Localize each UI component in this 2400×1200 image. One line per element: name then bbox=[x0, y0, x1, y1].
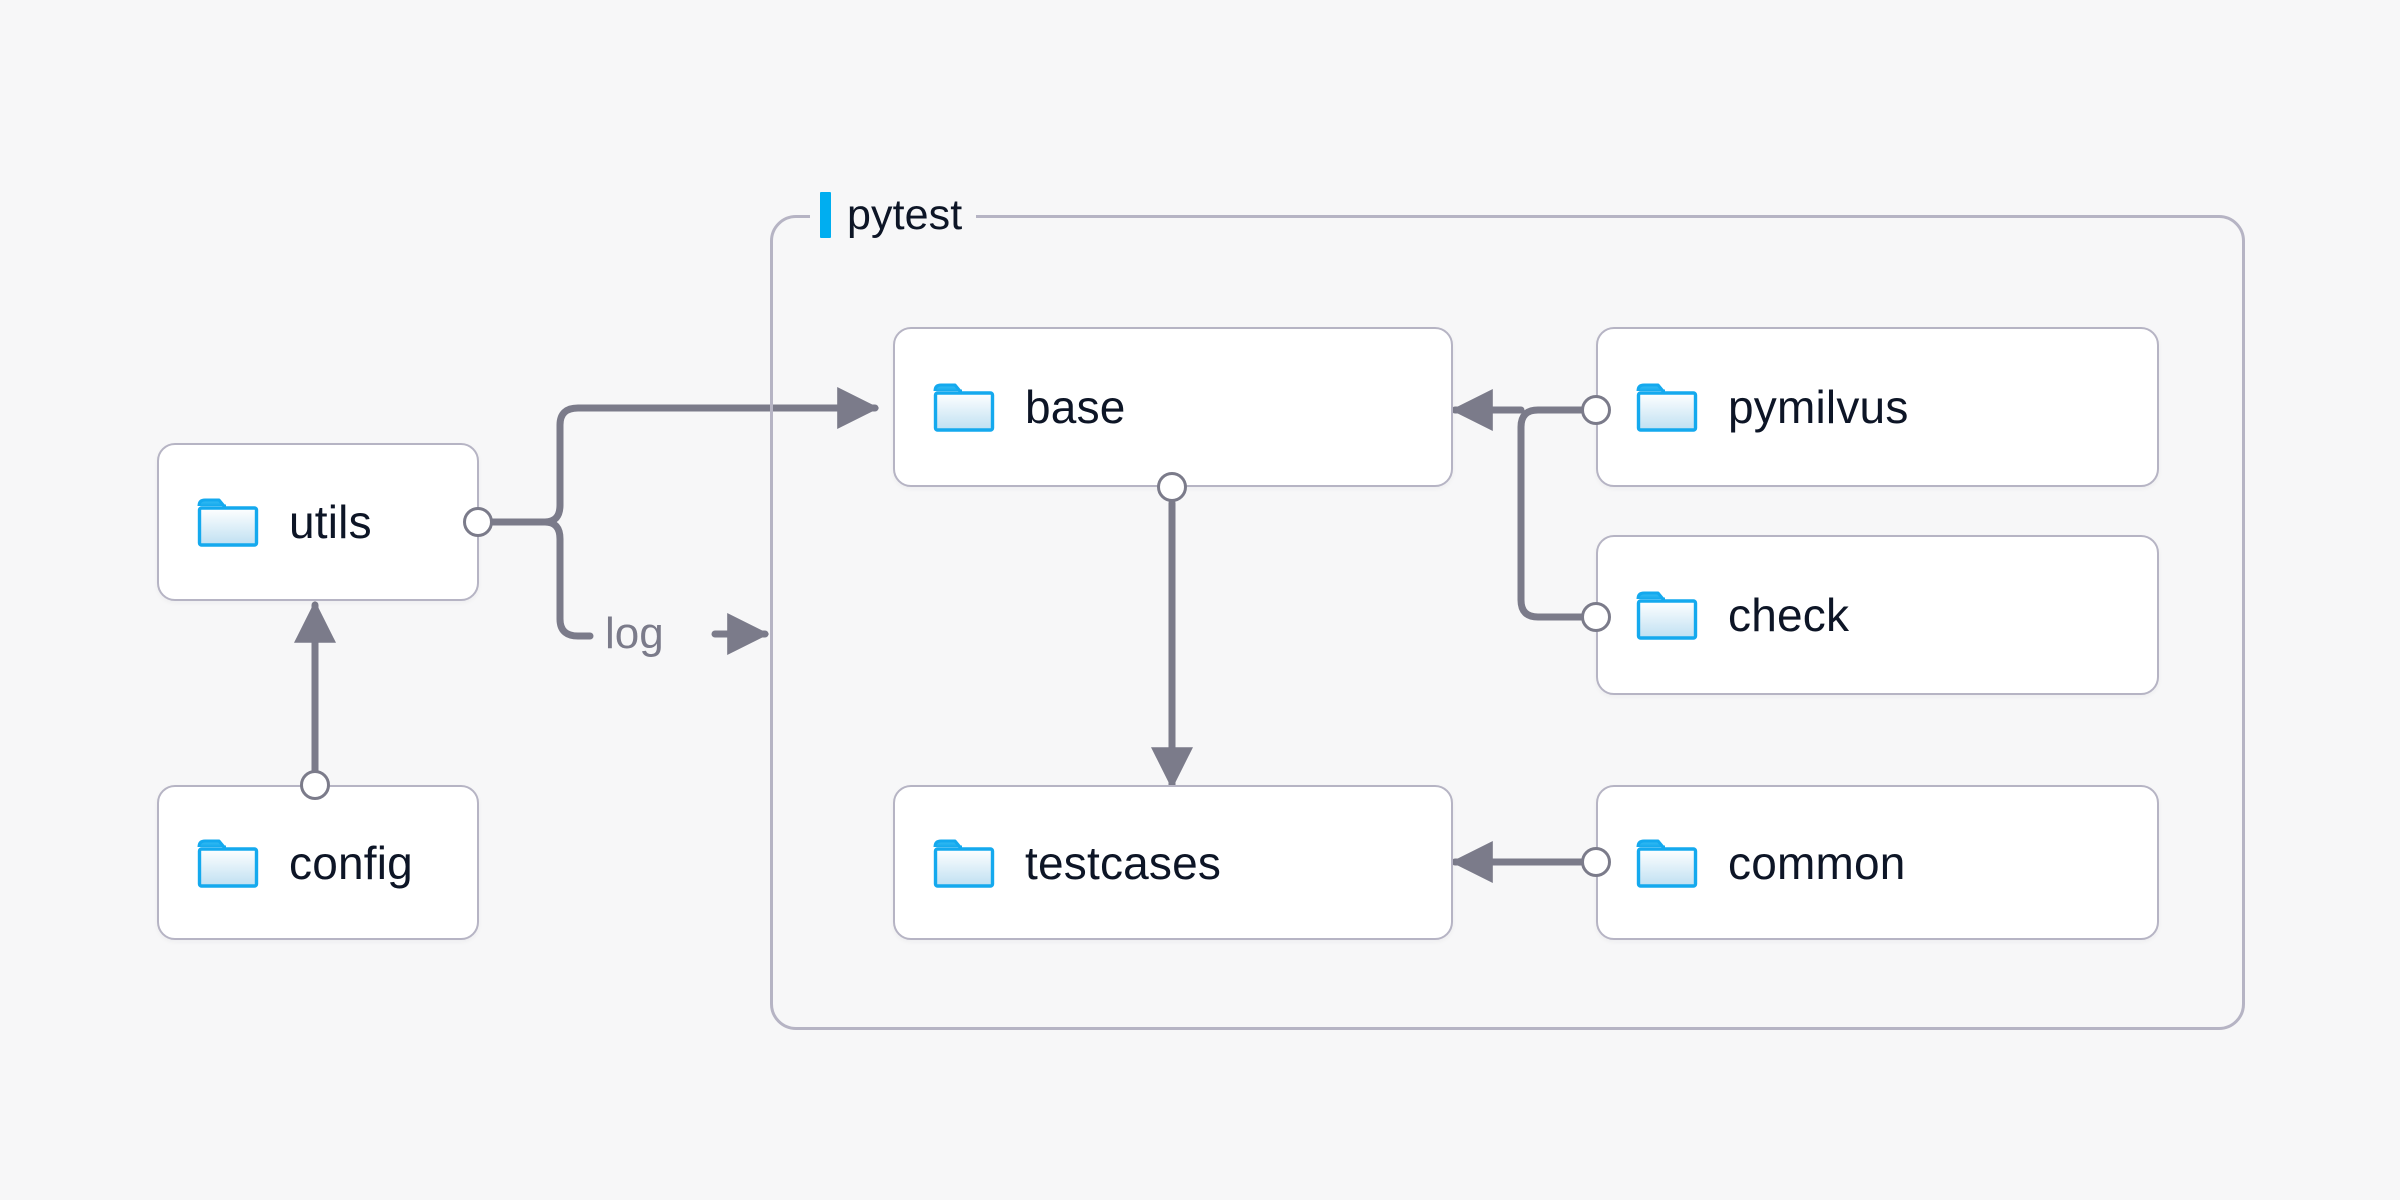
node-label: check bbox=[1728, 589, 1850, 641]
node-label: config bbox=[289, 836, 413, 889]
node-label: base bbox=[1025, 381, 1126, 433]
port-base-bottom[interactable] bbox=[1157, 472, 1187, 502]
node-label: common bbox=[1728, 836, 1906, 889]
accent-bar-icon bbox=[820, 192, 831, 238]
folder-icon bbox=[933, 383, 995, 432]
folder-icon bbox=[1636, 591, 1698, 640]
node-label: utils bbox=[289, 496, 372, 548]
group-container-pytest[interactable] bbox=[770, 215, 2245, 1030]
edge-label-log: log bbox=[605, 609, 664, 658]
folder-icon bbox=[197, 498, 259, 547]
folder-icon bbox=[933, 839, 995, 888]
port-check-left[interactable] bbox=[1581, 602, 1611, 632]
port-config-top[interactable] bbox=[300, 770, 330, 800]
node-pymilvus[interactable]: pymilvus bbox=[1596, 327, 2159, 487]
group-title: pytest bbox=[847, 190, 963, 239]
node-config[interactable]: config bbox=[157, 785, 479, 940]
node-check[interactable]: check bbox=[1596, 535, 2159, 695]
node-label: testcases bbox=[1025, 836, 1222, 889]
folder-icon bbox=[1636, 839, 1698, 888]
node-label: pymilvus bbox=[1728, 381, 1909, 433]
node-testcases[interactable]: testcases bbox=[893, 785, 1453, 940]
node-base[interactable]: base bbox=[893, 327, 1453, 487]
node-utils[interactable]: utils bbox=[157, 443, 479, 601]
port-common-left[interactable] bbox=[1581, 847, 1611, 877]
node-common[interactable]: common bbox=[1596, 785, 2159, 940]
group-label-pytest: pytest bbox=[810, 188, 977, 242]
folder-icon bbox=[1636, 383, 1698, 432]
port-utils-right[interactable] bbox=[463, 507, 493, 537]
folder-icon bbox=[197, 839, 259, 888]
port-pymilvus-left[interactable] bbox=[1581, 395, 1611, 425]
edge-utils-to-pytest-log bbox=[541, 518, 594, 640]
